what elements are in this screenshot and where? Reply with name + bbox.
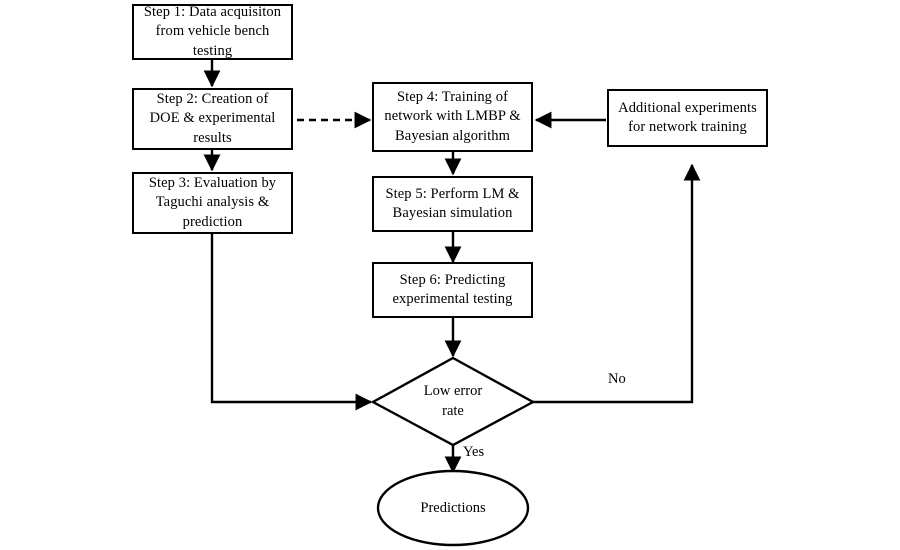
node-decision-label: Low error rate — [423, 383, 483, 419]
node-additional-experiments[interactable]: Additional experiments for network train… — [607, 89, 768, 147]
node-step5-label: Step 5: Perform LM & Bayesian simulation — [385, 185, 520, 221]
node-predictions-label: Predictions — [420, 499, 486, 516]
node-step2[interactable]: Step 2: Creation of DOE & experimental r… — [132, 88, 293, 150]
node-step6-label: Step 6: Predicting experimental testing — [392, 271, 513, 307]
node-step3[interactable]: Step 3: Evaluation by Taguchi analysis &… — [132, 172, 293, 234]
connector-step3-to-decision — [210, 234, 373, 411]
node-step1[interactable]: Step 1: Data acquisiton from vehicle ben… — [132, 4, 293, 60]
node-step1-label: Step 1: Data acquisiton from vehicle ben… — [143, 4, 282, 59]
edge-label-yes: Yes — [463, 444, 485, 460]
node-step6[interactable]: Step 6: Predicting experimental testing — [372, 262, 533, 318]
node-decision-low-error-rate[interactable]: Low error rate — [373, 358, 533, 445]
node-step4[interactable]: Step 4: Training of network with LMBP & … — [372, 82, 533, 152]
node-step5[interactable]: Step 5: Perform LM & Bayesian simulation — [372, 176, 533, 232]
node-predictions[interactable]: Predictions — [378, 471, 528, 545]
node-step4-label: Step 4: Training of network with LMBP & … — [384, 89, 521, 144]
node-step3-label: Step 3: Evaluation by Taguchi analysis &… — [148, 175, 277, 230]
connector-decision-no-to-additional — [533, 163, 701, 404]
node-step2-label: Step 2: Creation of DOE & experimental r… — [149, 91, 276, 146]
node-additional-experiments-label: Additional experiments for network train… — [618, 99, 757, 135]
edge-label-no: No — [608, 371, 626, 387]
